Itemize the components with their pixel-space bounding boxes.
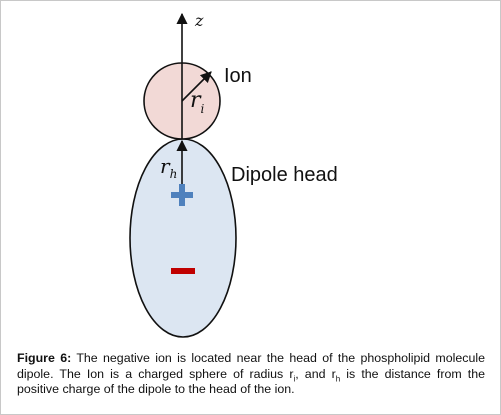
negative-charge-icon [171, 268, 195, 274]
ion-radius-arrow [181, 71, 212, 102]
ion-radius-label: ri [190, 88, 205, 116]
head-distance-label: rh [160, 154, 177, 181]
positive-charge-icon [171, 184, 193, 206]
ion-label: Ion [224, 65, 252, 87]
caption-rh-subscript: h [335, 373, 341, 383]
ion-radius-subscript: i [201, 102, 205, 116]
dipole-ion-diagram: z Ion ri Dipole head rh [129, 11, 338, 338]
dipole-head-label: Dipole head [231, 164, 338, 186]
figure-caption: Figure 6: The negative ion is located ne… [17, 351, 485, 398]
dipole-head-ellipse [129, 138, 237, 338]
z-axis-label: z [194, 11, 204, 30]
caption-text-1: The negative ion is located near the hea… [17, 351, 485, 381]
caption-ri-subscript: i [293, 373, 296, 383]
caption-text-3: is the distance from the positive charge… [17, 366, 485, 397]
figure-label: Figure 6: [17, 351, 72, 365]
head-distance-subscript: h [170, 167, 178, 181]
caption-text-2: , and r [295, 366, 336, 381]
